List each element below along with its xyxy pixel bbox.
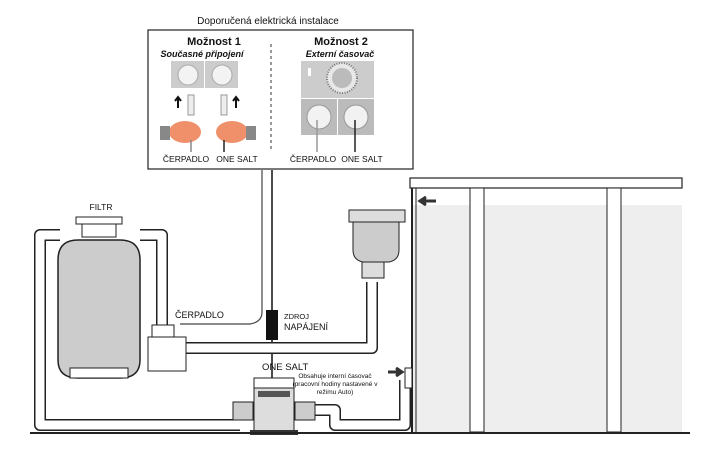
power-label-2: NAPÁJENÍ — [284, 322, 329, 332]
filter-tank — [57, 216, 141, 379]
socket-icons — [171, 61, 238, 88]
power-label-1: ZDROJ — [284, 312, 309, 321]
return-arrow-icon — [388, 366, 405, 378]
pool — [409, 177, 683, 433]
option1-label-onesalt: ONE SALT — [216, 154, 257, 164]
option2-heading: Možnost 2 — [314, 36, 368, 48]
timer-icon — [301, 61, 374, 152]
option2-label-onesalt: ONE SALT — [341, 154, 382, 164]
diagram-title: Doporučená elektrická instalace — [197, 16, 339, 27]
skimmer — [348, 209, 406, 279]
note-line-1: Obsahuje interní časovač — [298, 373, 372, 380]
option1-subtitle: Současné připojení — [160, 49, 245, 59]
onesalt-unit — [232, 377, 316, 435]
onesalt-label: ONE SALT — [262, 362, 308, 373]
note-line-3: režimu Auto) — [317, 389, 354, 396]
note-line-2: (pracovní hodiny nastavené v — [293, 381, 379, 388]
pump-cable-bend — [180, 311, 263, 325]
pipes — [34, 229, 411, 431]
plug-hands-icon — [160, 94, 256, 152]
pump-label: ČERPADLO — [175, 310, 224, 320]
return-inlet — [404, 367, 413, 389]
option2-label-pump: ČERPADLO — [290, 154, 337, 164]
skimmer-arrow-icon — [417, 195, 436, 207]
power-supply — [266, 310, 278, 340]
pump — [147, 324, 187, 372]
option1-label-pump: ČERPADLO — [163, 154, 210, 164]
option1-heading: Možnost 1 — [187, 36, 241, 48]
option2-subtitle: Externí časovač — [306, 49, 375, 59]
filter-label: FILTR — [90, 202, 113, 212]
